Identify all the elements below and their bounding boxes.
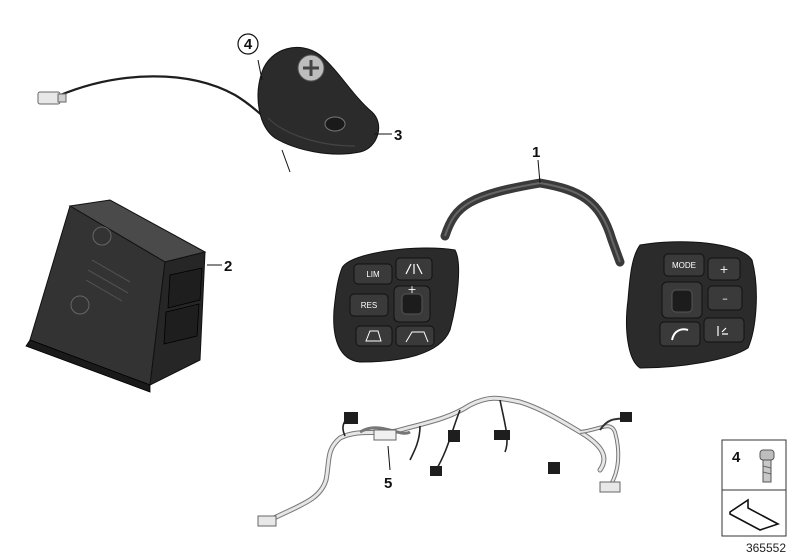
svg-text:MODE: MODE bbox=[672, 261, 696, 270]
volume-up-button[interactable]: + bbox=[707, 257, 741, 281]
svg-text:RES: RES bbox=[361, 301, 377, 310]
voice-button[interactable] bbox=[703, 317, 745, 343]
svg-text:+: + bbox=[719, 263, 728, 276]
diagram-number: 365552 bbox=[746, 541, 786, 555]
callout-3-label: 3 bbox=[394, 127, 402, 144]
phone-button[interactable] bbox=[659, 321, 701, 347]
bolt-icon bbox=[759, 449, 775, 483]
harness-connector-3 bbox=[448, 430, 460, 442]
cruise-plus-label: + bbox=[407, 283, 416, 296]
harness-connector-5 bbox=[430, 466, 442, 476]
distance-button[interactable] bbox=[355, 325, 393, 347]
sensor-housing bbox=[257, 47, 380, 155]
right-button-panel: MODE + – bbox=[626, 241, 757, 369]
left-button-panel: LIM RES + – bbox=[333, 247, 460, 363]
svg-text:–: – bbox=[722, 292, 728, 305]
lane-assist-button[interactable] bbox=[395, 257, 433, 281]
screw-head-icon bbox=[297, 54, 325, 82]
harness-connector-9 bbox=[257, 515, 277, 527]
lim-button[interactable]: LIM bbox=[353, 263, 393, 285]
reference-arrow-icon bbox=[729, 498, 781, 531]
sensor-lens bbox=[324, 116, 346, 132]
callout-4: 4 bbox=[237, 33, 259, 55]
cruise-rocker-wheel[interactable]: + – bbox=[393, 283, 431, 334]
distance-car-icon bbox=[365, 330, 382, 342]
harness-connector-1 bbox=[344, 412, 358, 424]
mode-button[interactable]: MODE bbox=[663, 253, 705, 277]
legend-box: 4 bbox=[721, 439, 787, 537]
part-3-sensor-assembly bbox=[37, 47, 392, 173]
scroll-wheel[interactable] bbox=[661, 281, 703, 319]
svg-text:LIM: LIM bbox=[366, 270, 380, 279]
part-5-wiring-harness bbox=[257, 395, 632, 527]
harness-connector-4 bbox=[494, 430, 510, 440]
voice-command-icon bbox=[717, 326, 728, 336]
driving-assist-button[interactable] bbox=[395, 325, 435, 347]
callout-1-label: 1 bbox=[532, 144, 540, 161]
lane-assist-icon bbox=[405, 263, 423, 275]
callout-5-label: 5 bbox=[384, 475, 392, 492]
legend-item-number: 4 bbox=[732, 449, 741, 466]
res-button[interactable]: RES bbox=[349, 293, 389, 317]
spoke-trim bbox=[440, 178, 625, 267]
sensor-cable bbox=[57, 75, 281, 127]
part-1-multifunction-buttons: LIM RES + – bbox=[333, 159, 757, 369]
harness-connector-6 bbox=[548, 462, 560, 474]
part-2-control-module bbox=[25, 199, 222, 393]
volume-down-button[interactable]: – bbox=[707, 285, 743, 311]
harness-connector-8 bbox=[599, 481, 621, 493]
callout-4-label: 4 bbox=[244, 36, 253, 53]
phone-icon bbox=[671, 328, 689, 341]
callout-2-label: 2 bbox=[224, 258, 232, 275]
harness-connector-7 bbox=[620, 412, 632, 422]
sensor-plug bbox=[37, 91, 67, 105]
driving-assist-icon bbox=[405, 331, 429, 343]
harness-connector-2 bbox=[373, 429, 397, 441]
